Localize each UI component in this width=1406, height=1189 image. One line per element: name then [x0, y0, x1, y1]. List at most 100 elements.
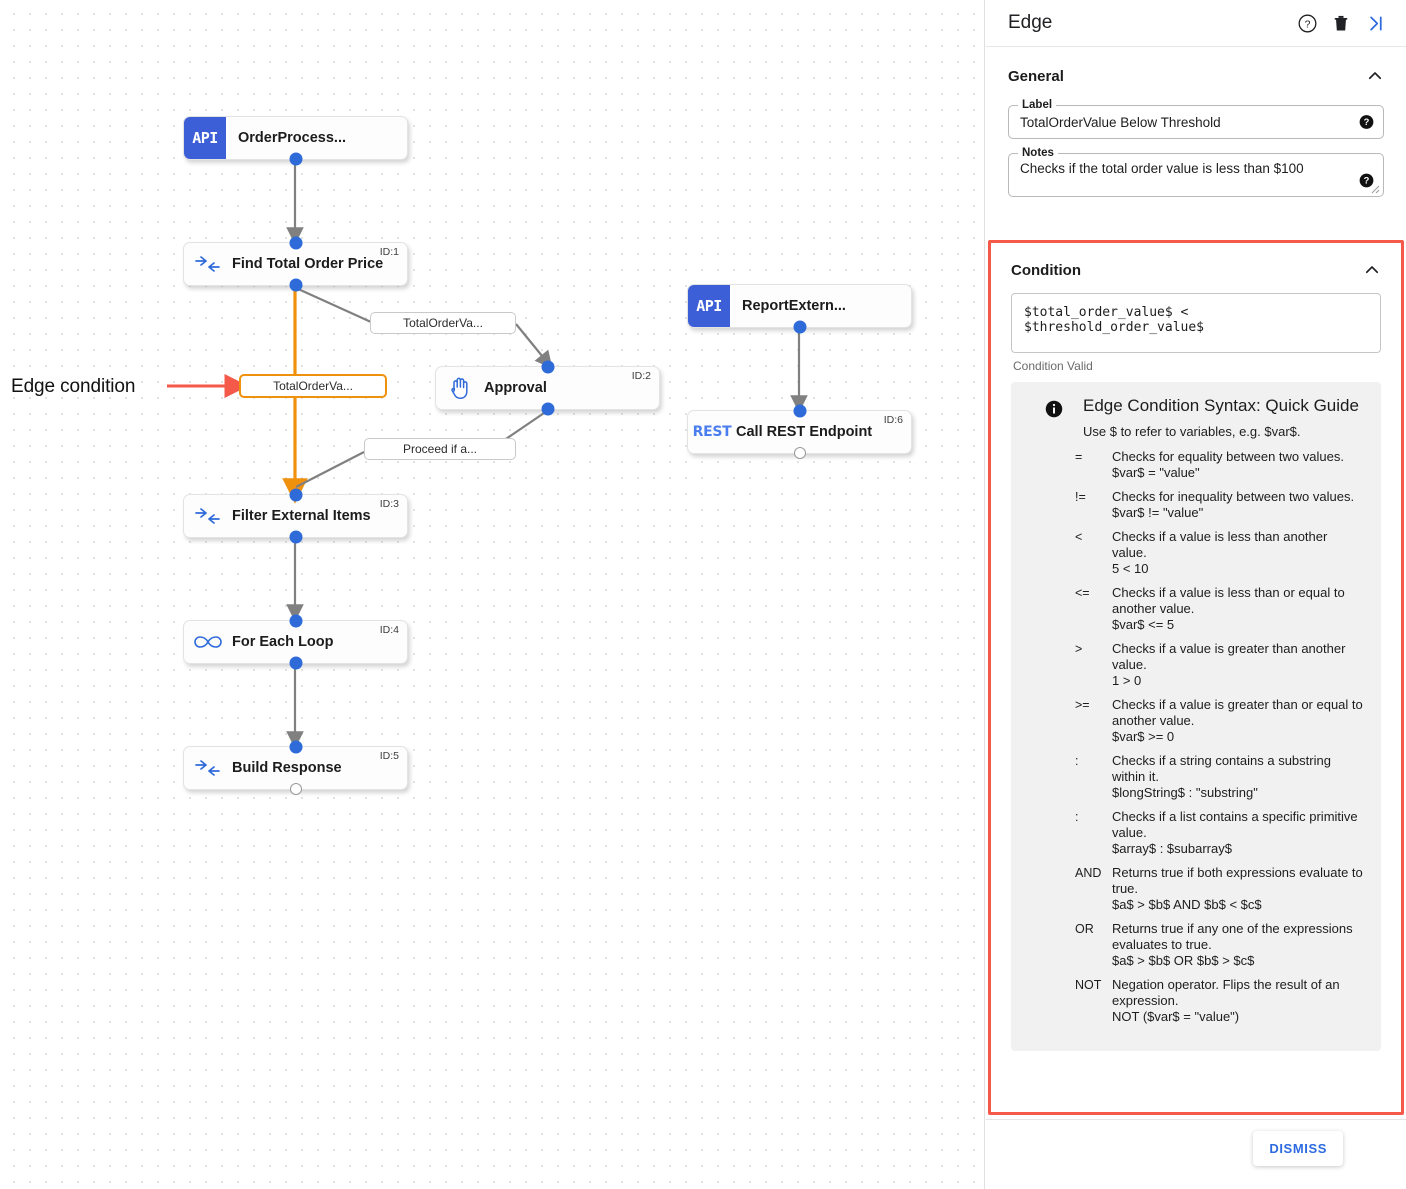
operator-description: Checks if a value is greater than or equ… — [1112, 696, 1363, 728]
operator-row: AND Returns true if both expressions eval… — [1075, 865, 1365, 913]
node-for-each-loop[interactable]: For Each Loop ID:4 — [183, 614, 408, 670]
operator-description: Checks if a string contains a substring … — [1112, 752, 1331, 784]
label-field-value: TotalOrderValue Below Threshold — [1020, 114, 1221, 130]
operator-example: $var$ != "value" — [1112, 504, 1204, 520]
node-port-out[interactable] — [793, 320, 806, 334]
operator-description: Negation operator. Flips the result of a… — [1112, 976, 1340, 1008]
node-approval[interactable]: Approval ID:2 — [435, 360, 660, 416]
collapse-panel-icon[interactable] — [1358, 6, 1392, 40]
edge-label-proceed-if-a[interactable]: Proceed if a... — [364, 438, 516, 460]
operator-example: $array$ : $subarray$ — [1112, 840, 1232, 856]
notes-help-icon[interactable]: ? — [1359, 173, 1374, 188]
node-port-in[interactable] — [793, 404, 806, 418]
node-find-total-order-price[interactable]: Find Total Order Price ID:1 — [183, 236, 408, 292]
node-port-out[interactable] — [289, 783, 302, 795]
general-section-header[interactable]: General — [1008, 61, 1384, 91]
operator-row: OR Returns true if any one of the express… — [1075, 921, 1365, 969]
info-icon — [1045, 400, 1063, 418]
condition-section-highlight: Condition $total_order_value$ < $thresho… — [988, 240, 1404, 1115]
operator-example: 1 > 0 — [1112, 672, 1142, 688]
node-port-out[interactable] — [793, 447, 806, 459]
node-id-label: ID:6 — [883, 414, 903, 426]
guide-subtitle: Use $ to refer to variables, e.g. $var$. — [1083, 424, 1301, 439]
operator-row: < Checks if a value is less than another … — [1075, 529, 1365, 577]
operator-row: >Checks if a value is greater than anoth… — [1075, 641, 1365, 689]
node-title: ReportExtern... — [742, 298, 846, 314]
label-field[interactable]: Label TotalOrderValue Below Threshold ? — [1008, 99, 1384, 139]
operator-symbol: = — [1075, 450, 1083, 464]
edge-label-text: TotalOrderVa... — [403, 316, 483, 330]
operator-description-cell: Checks if a list contains a specific pri… — [1112, 809, 1365, 857]
operator-description: Checks if a list contains a specific pri… — [1112, 808, 1358, 840]
operator-symbol: OR — [1075, 921, 1094, 936]
delete-icon[interactable] — [1324, 6, 1358, 40]
api-badge-icon: API — [688, 285, 730, 327]
node-port-out[interactable] — [289, 656, 302, 670]
operator-example: $a$ > $b$ AND $b$ < $c$ — [1112, 896, 1262, 912]
condition-section-title: Condition — [1011, 261, 1081, 279]
notes-field[interactable]: Notes Checks if the total order value is… — [1008, 147, 1384, 197]
operator-description-cell: Checks if a value is greater than or equ… — [1112, 697, 1365, 745]
label-help-icon[interactable]: ? — [1359, 115, 1374, 130]
node-call-rest-endpoint[interactable]: REST Call REST Endpoint ID:6 — [687, 404, 912, 459]
panel-footer: DISMISS — [986, 1119, 1406, 1189]
condition-section-header[interactable]: Condition — [1011, 255, 1381, 285]
operator-example: $var$ <= 5 — [1112, 616, 1175, 632]
operator-description: Checks if a value is less than or equal … — [1112, 584, 1345, 616]
operator-description-cell: Checks if a string contains a substring … — [1112, 753, 1365, 801]
node-title: Filter External Items — [232, 508, 371, 524]
chevron-up-icon[interactable] — [1363, 261, 1381, 279]
infinity-loop-icon — [184, 621, 232, 663]
operator-row: =Checks for equality between two values.… — [1075, 449, 1365, 481]
operator-description: Checks if a value is less than another v… — [1112, 528, 1328, 560]
map-data-icon — [184, 243, 232, 285]
operator-row: != Checks for inequality between two valu… — [1075, 489, 1365, 521]
workflow-canvas[interactable]: Edge condition API OrderProcess... Find … — [0, 0, 985, 1189]
chevron-up-icon[interactable] — [1366, 67, 1384, 85]
operator-description: Checks for inequality between two values… — [1112, 488, 1355, 504]
node-port-in[interactable] — [289, 740, 302, 754]
edge-label-selected-condition[interactable]: TotalOrderVa... — [239, 374, 387, 398]
resize-handle-icon[interactable] — [1371, 185, 1380, 194]
operator-symbol: AND — [1075, 865, 1102, 880]
operator-description-cell: Checks if a value is less than another v… — [1112, 529, 1365, 577]
node-port-in[interactable] — [289, 488, 302, 502]
node-build-response[interactable]: Build Response ID:5 — [183, 740, 408, 795]
condition-expression-input[interactable]: $total_order_value$ < $threshold_order_v… — [1011, 293, 1381, 353]
edge-wires — [167, 159, 808, 749]
node-title: For Each Loop — [232, 634, 334, 650]
node-title: OrderProcess... — [238, 130, 346, 146]
operator-description: Returns true if both expressions evaluat… — [1112, 864, 1363, 896]
operator-symbol: < — [1075, 529, 1083, 544]
node-port-out[interactable] — [541, 402, 554, 416]
svg-text:?: ? — [1364, 176, 1370, 186]
dismiss-button[interactable]: DISMISS — [1253, 1131, 1343, 1166]
edge-properties-panel: Edge ? — [986, 0, 1406, 1189]
node-port-in[interactable] — [289, 614, 302, 628]
operator-row: >= Checks if a value is greater than or e… — [1075, 697, 1365, 745]
node-port-out[interactable] — [289, 152, 302, 166]
node-id-label: ID:1 — [379, 246, 399, 258]
map-data-icon — [184, 747, 232, 789]
general-section: General Label TotalOrderValue Below Thre… — [986, 47, 1406, 197]
node-filter-external-items[interactable]: Filter External Items ID:3 — [183, 488, 408, 544]
operator-symbol: : — [1075, 753, 1079, 768]
node-id-label: ID:3 — [379, 498, 399, 510]
node-port-in[interactable] — [289, 236, 302, 250]
node-port-out[interactable] — [289, 530, 302, 544]
node-report-extern[interactable]: API ReportExtern... — [687, 284, 912, 334]
edge-label-total-order-va[interactable]: TotalOrderVa... — [370, 312, 516, 334]
node-id-label: ID:5 — [379, 750, 399, 762]
operator-description: Returns true if any one of the expressio… — [1112, 920, 1353, 952]
help-icon[interactable]: ? — [1290, 6, 1324, 40]
operator-symbol: >= — [1075, 697, 1090, 712]
node-order-process[interactable]: API OrderProcess... — [183, 116, 408, 166]
hand-icon — [436, 367, 484, 409]
notes-field-label: Notes — [1018, 147, 1058, 159]
operator-description-cell: Checks for inequality between two values… — [1112, 489, 1354, 521]
operator-symbol: != — [1075, 489, 1086, 504]
svg-text:?: ? — [1304, 18, 1310, 30]
node-port-in[interactable] — [541, 360, 554, 374]
node-port-out[interactable] — [289, 278, 302, 292]
